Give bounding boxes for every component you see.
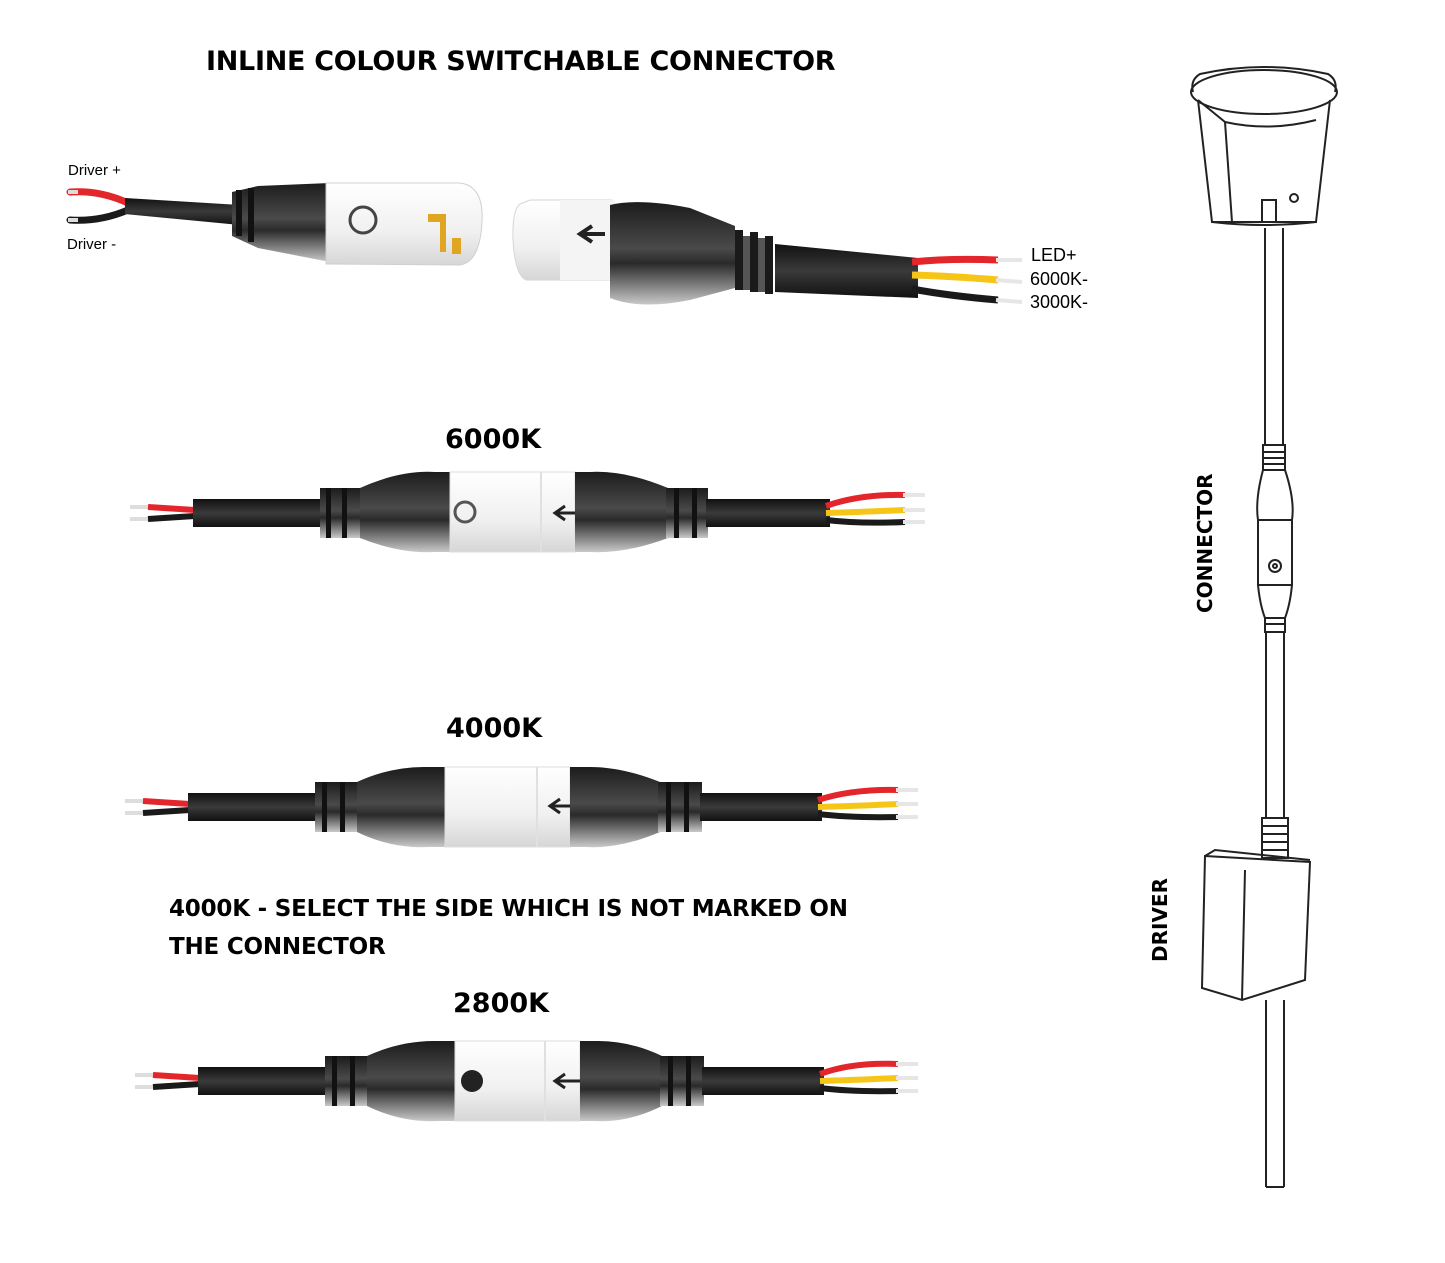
gold-pin [428,214,446,252]
setting-2800k-label: 2800K [453,988,550,1019]
assembled-connector-2800k [135,1040,918,1122]
marker-circle-icon [348,205,378,235]
assembled-connector-4000k [125,766,918,848]
assembled-connector-6000k [130,471,925,553]
setting-6000k-label: 6000K [445,424,542,455]
led-cable [775,244,918,298]
led-positive-label: LED+ [1031,245,1077,265]
exploded-connector [66,182,1023,305]
marker-dot-icon [461,1070,483,1092]
driver-positive-label: Driver + [68,162,121,179]
led-wires [911,255,1023,304]
setting-note: 4000K - SELECT THE SIDE WHICH IS NOT MAR… [169,896,848,960]
led-6000k-label: 6000K- [1030,269,1089,289]
driver-wires [66,188,132,224]
led-3000k-label: 3000K- [1030,292,1089,312]
driver-plug-body [232,183,330,262]
diagram-title: INLINE COLOUR SWITCHABLE CONNECTOR [206,46,836,77]
driver-cable [125,198,240,225]
driver-negative-label: Driver - [67,236,117,253]
arrow-left-icon [576,224,605,244]
setting-4000k-label: 4000K [446,713,543,744]
led-plug-body [610,202,735,305]
installation-line-drawing [1190,66,1338,1188]
